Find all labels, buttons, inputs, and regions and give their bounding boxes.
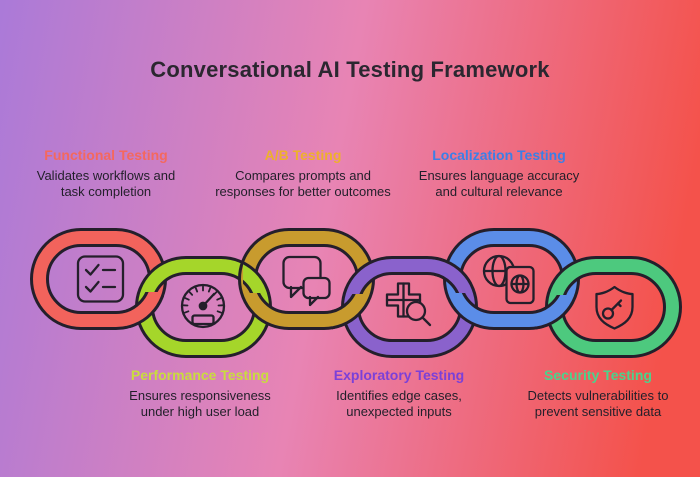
desc-line: Detects vulnerabilities to: [527, 388, 669, 403]
speedometer-icon: [180, 283, 226, 329]
desc-line: Compares prompts and: [235, 168, 371, 183]
desc-line: unexpected inputs: [346, 404, 452, 419]
functional-testing-label: Functional Testing: [44, 147, 168, 163]
security-testing-label: Security Testing: [544, 367, 652, 383]
desc-line: Validates workflows and: [36, 168, 176, 183]
localization-testing-label: Localization Testing: [432, 147, 566, 163]
functional-testing-description: Validates workflows and task completion: [0, 168, 212, 200]
localization-testing-block: Localization Testing Ensures language ac…: [393, 147, 605, 200]
globe-passport-icon: [482, 254, 535, 305]
exploratory-testing-block: Exploratory Testing Identifies edge case…: [293, 367, 505, 420]
performance-testing-block: Performance Testing Ensures responsivene…: [94, 367, 306, 420]
security-testing-block: Security Testing Detects vulnerabilities…: [492, 367, 700, 420]
exploratory-testing-label: Exploratory Testing: [333, 367, 465, 383]
chat-bubbles-icon: [282, 255, 331, 307]
desc-line: Ensures responsiveness: [129, 388, 271, 403]
desc-line: and cultural relevance: [435, 184, 563, 199]
security-testing-description: Detects vulnerabilities to prevent sensi…: [492, 388, 700, 420]
desc-line: prevent sensitive data: [534, 404, 662, 419]
ab-testing-block: A/B Testing Compares prompts and respons…: [197, 147, 409, 200]
page-title: Conversational AI Testing Framework: [150, 57, 550, 82]
ab-testing-label: A/B Testing: [264, 147, 342, 163]
functional-testing-block: Functional Testing Validates workflows a…: [0, 147, 212, 200]
exploratory-testing-description: Identifies edge cases, unexpected inputs: [293, 388, 505, 420]
desc-line: responses for better outcomes: [215, 184, 391, 199]
checklist-icon: [76, 255, 125, 303]
desc-line: Identifies edge cases,: [336, 388, 462, 403]
desc-line: Ensures language accuracy: [418, 168, 580, 183]
desc-line: task completion: [60, 184, 152, 199]
ab-testing-description: Compares prompts and responses for bette…: [197, 168, 409, 200]
performance-testing-description: Ensures responsiveness under high user l…: [94, 388, 306, 420]
localization-testing-description: Ensures language accuracy and cultural r…: [393, 168, 605, 200]
shield-key-icon: [595, 285, 634, 330]
performance-testing-label: Performance Testing: [130, 367, 270, 383]
puzzle-magnifier-icon: [385, 282, 432, 327]
desc-line: under high user load: [140, 404, 260, 419]
